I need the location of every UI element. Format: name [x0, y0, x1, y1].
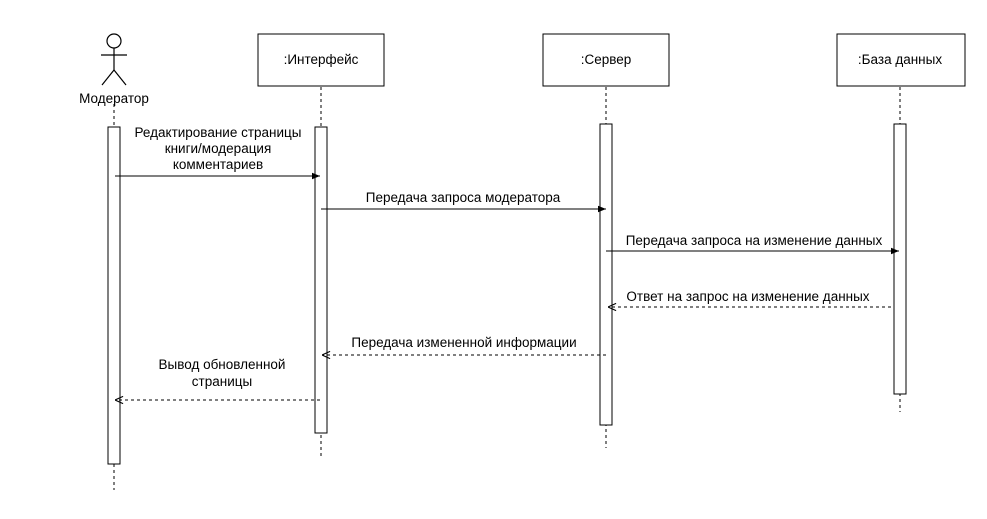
participant-server-label: :Сервер	[581, 52, 632, 67]
message-forward-request: Передача запроса модератора	[321, 190, 606, 213]
message-show-updated-page: Вывод обновленной страницы	[115, 357, 320, 400]
participant-database: :База данных	[836, 33, 966, 87]
activation-interface	[314, 126, 328, 434]
participant-interface: :Интерфейс	[257, 33, 385, 87]
participant-interface-label: :Интерфейс	[284, 52, 359, 67]
message-change-request: Передача запроса на изменение данных	[606, 233, 899, 255]
message-3-label: Передача запроса на изменение данных	[626, 233, 883, 248]
participant-server: :Сервер	[542, 33, 670, 87]
actor-moderator-label: Модератор	[79, 91, 149, 106]
message-1-line-2: книги/модерация	[165, 141, 272, 156]
message-1-line-1: Редактирование страницы	[135, 125, 302, 140]
message-6-line-1: Вывод обновленной	[159, 357, 286, 372]
message-updated-info: Передача измененной информации	[322, 335, 606, 355]
message-edit-page: Редактирование страницы книги/модерация …	[115, 125, 320, 180]
message-2-label: Передача запроса модератора	[366, 190, 561, 205]
participant-database-label: :База данных	[858, 52, 942, 67]
message-change-response: Ответ на запрос на изменение данных	[608, 289, 891, 307]
message-5-label: Передача измененной информации	[351, 335, 576, 350]
activation-moderator	[107, 126, 121, 465]
message-6-line-2: страницы	[192, 374, 252, 389]
activation-server	[599, 123, 613, 426]
message-4-label: Ответ на запрос на изменение данных	[626, 289, 869, 304]
message-1-line-3: комментариев	[173, 157, 263, 172]
activation-database	[893, 123, 907, 395]
actor-moderator-icon	[101, 33, 127, 86]
